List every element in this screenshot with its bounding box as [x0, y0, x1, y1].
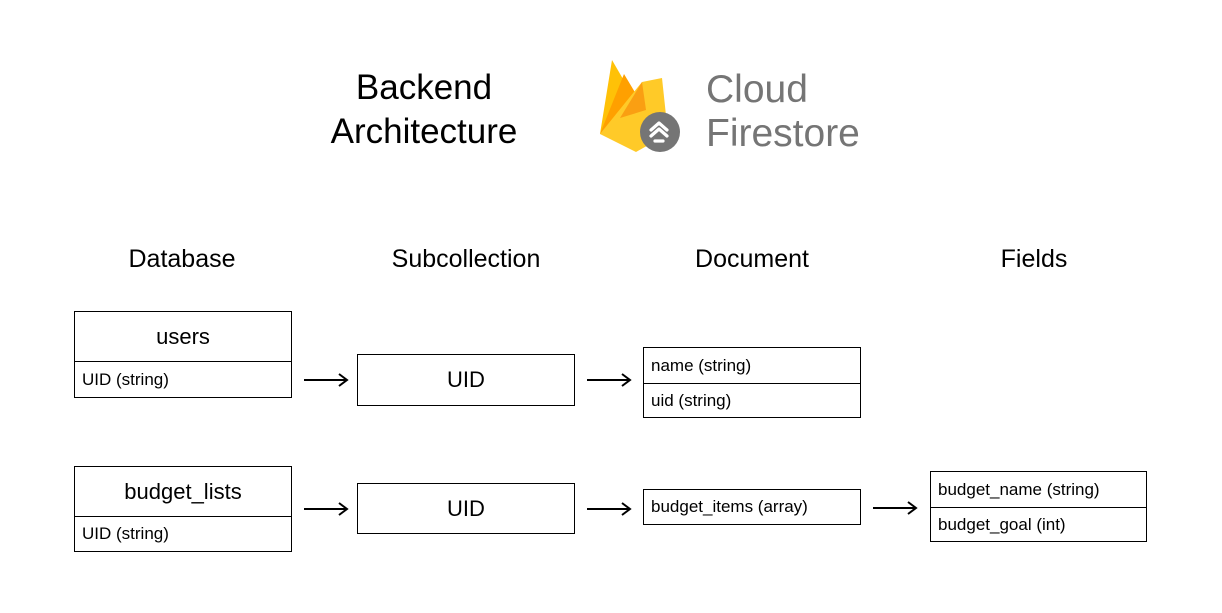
arrow-right-icon	[873, 501, 918, 515]
document-box-user: name (string) uid (string)	[643, 347, 861, 418]
page-title: Backend Architecture	[300, 66, 548, 154]
logo-line-2: Firestore	[706, 112, 860, 155]
arrow-right-icon	[304, 502, 349, 516]
title-line-1: Backend	[355, 68, 493, 107]
logo-wordmark: Cloud Firestore	[706, 68, 860, 156]
column-heading-subcollection: Subcollection	[391, 245, 541, 273]
database-box-users: users UID (string)	[74, 311, 292, 398]
column-heading-database: Database	[128, 245, 236, 273]
document-field: name (string)	[651, 355, 752, 375]
document-field: uid (string)	[644, 383, 860, 417]
arrow-right-icon	[587, 502, 632, 516]
database-box-budget-lists: budget_lists UID (string)	[74, 466, 292, 552]
database-field: UID (string)	[82, 524, 169, 543]
column-heading-fields: Fields	[1000, 245, 1068, 273]
title-line-2: Architecture	[330, 112, 518, 151]
database-name: budget_lists	[75, 467, 291, 517]
arrow-right-icon	[304, 373, 349, 387]
column-heading-document: Document	[695, 245, 809, 273]
document-box-budget: budget_items (array)	[643, 489, 861, 525]
database-field: UID (string)	[82, 369, 169, 389]
arrow-right-icon	[587, 373, 632, 387]
document-field: budget_items (array)	[651, 497, 808, 516]
field-item: budget_name (string)	[938, 479, 1100, 499]
subcollection-box-uid: UID	[357, 354, 575, 406]
database-name: users	[75, 312, 291, 362]
field-item: budget_goal (int)	[931, 507, 1146, 541]
subcollection-box-uid: UID	[357, 483, 575, 534]
logo-line-1: Cloud	[706, 68, 808, 111]
fields-box-budget: budget_name (string) budget_goal (int)	[930, 471, 1147, 542]
firebase-flame-icon	[600, 60, 680, 152]
